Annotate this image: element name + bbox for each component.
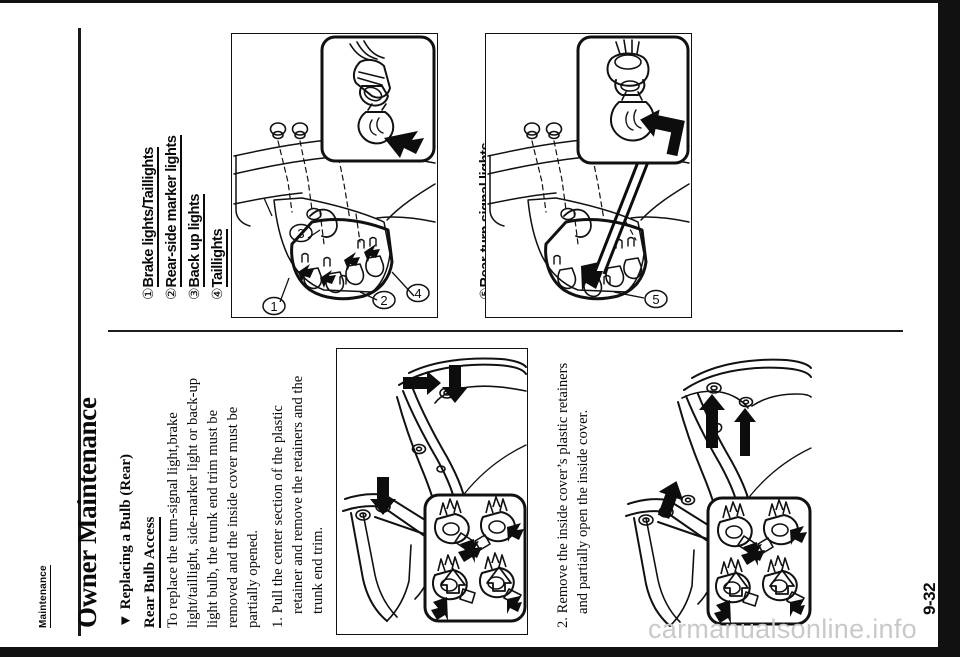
- svg-text:3: 3: [297, 226, 304, 241]
- figure-bulb-cluster-left-art: 1 2 3 4: [233, 35, 436, 316]
- figure-bulb-cluster-left: 1 2 3 4: [231, 33, 438, 318]
- step-2: 2. Remove the inside cover’s plastic ret…: [553, 362, 593, 628]
- svg-text:1: 1: [270, 299, 277, 314]
- figure-bulb-cluster-right: 5: [485, 33, 692, 318]
- inset-retainer-removal-left: [423, 493, 527, 623]
- section-divider-rule: [108, 330, 903, 332]
- subtopic-heading-text: Rear Bulb Access: [142, 516, 161, 628]
- figure-bulb-cluster-right-art: 5: [487, 35, 690, 309]
- figure-inside-cover-art: [625, 358, 812, 627]
- callout-number-4: ④: [209, 287, 225, 300]
- page-edge-top: [0, 0, 960, 3]
- spine-rule: [78, 28, 81, 636]
- step-2-number: 2.: [555, 617, 571, 628]
- inset-retainer-removal-right: [706, 496, 812, 626]
- step-1-number: 1.: [270, 617, 286, 628]
- intro-paragraph: To replace the turn-signal light,brake l…: [165, 377, 261, 628]
- page-number: 9-32: [920, 582, 939, 615]
- section-label: Maintenance: [38, 565, 51, 628]
- svg-text:2: 2: [380, 293, 387, 308]
- svg-text:5: 5: [652, 292, 659, 307]
- step-1: 1. Pull the center section of the plasti…: [268, 362, 328, 628]
- subtopic-heading: Rear Bulb Access: [141, 516, 161, 628]
- topic-heading: ▼ Replacing a Bulb (Rear): [118, 454, 135, 628]
- svg-text:4: 4: [414, 286, 421, 301]
- bullet-marker-icon: ▼: [118, 613, 134, 628]
- page-edge-right: [938, 0, 960, 657]
- topic-heading-text: Replacing a Bulb (Rear): [118, 453, 134, 610]
- figure-trunk-end-trim-art: [342, 357, 527, 623]
- page-edge-bottom: [0, 647, 960, 657]
- inset-bulb-socket-pull: [320, 35, 436, 163]
- figure-trunk-end-trim: [336, 348, 528, 635]
- figure-inside-cover: [622, 348, 812, 633]
- site-watermark: carmanualsonline.info: [648, 614, 917, 644]
- chapter-title: Owner Maintenance: [72, 397, 102, 628]
- callout-label-4: Taillights: [210, 228, 228, 288]
- step-1-text: Pull the center section of the plastic r…: [270, 375, 326, 614]
- inset-bulb-socket-twist: [576, 35, 690, 165]
- step-2-text: Remove the inside cover’s plastic retain…: [555, 362, 591, 614]
